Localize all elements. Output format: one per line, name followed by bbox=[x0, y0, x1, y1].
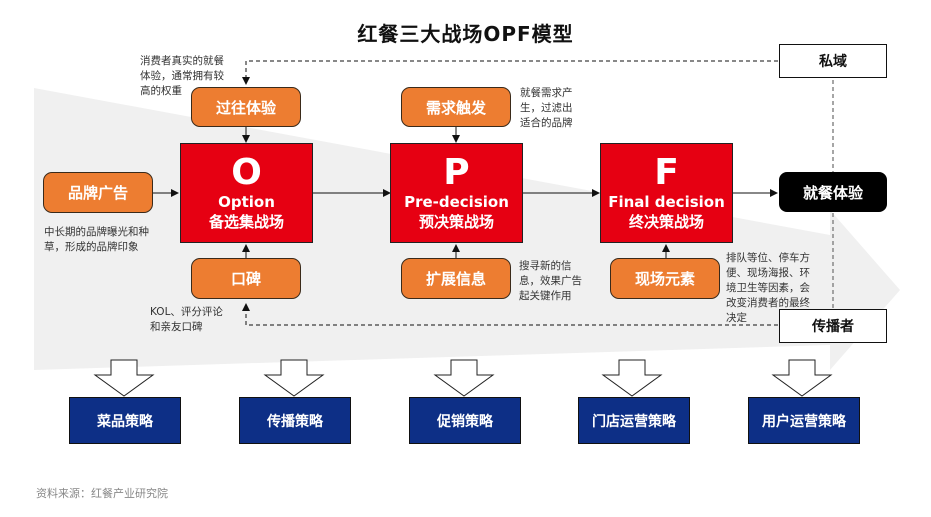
stage-pre-decision: P Pre-decision 预决策战场 bbox=[390, 143, 523, 243]
stage-option: O Option 备选集战场 bbox=[180, 143, 313, 243]
note-word-of-mouth: KOL、评分评论 和亲友口碑 bbox=[150, 306, 223, 333]
note-brand-ads: 中长期的品牌曝光和种 草，形成的品牌印象 bbox=[44, 226, 149, 253]
strategy-promotion: 促销策略 bbox=[409, 397, 521, 444]
stage-letter: O bbox=[231, 152, 262, 193]
note-demand-trigger: 就餐需求产 生，过滤出 适合的品牌 bbox=[520, 87, 573, 129]
strategy-communication: 传播策略 bbox=[239, 397, 351, 444]
stage-english-name: Final decision bbox=[608, 193, 725, 211]
diagram-title: 红餐三大战场OPF模型 bbox=[357, 22, 574, 46]
input-past-experience: 过往体验 bbox=[191, 87, 301, 127]
stage-chinese-name: 终决策战场 bbox=[628, 213, 704, 231]
input-demand-trigger: 需求触发 bbox=[401, 87, 511, 127]
strategy-menu: 菜品策略 bbox=[69, 397, 181, 444]
stage-chinese-name: 预决策战场 bbox=[418, 213, 494, 231]
source-note: 资料来源：红餐产业研究院 bbox=[36, 487, 168, 500]
outcome-dining-experience: 就餐体验 bbox=[779, 172, 887, 212]
strategy-store-operation: 门店运营策略 bbox=[578, 397, 690, 444]
note-onsite-factors: 排队等位、停车方 便、现场海报、环 境卫生等因素，会 改变消费者的最终 决定 bbox=[726, 252, 810, 324]
stage-english-name: Pre-decision bbox=[404, 193, 509, 211]
input-expand-info: 扩展信息 bbox=[401, 258, 511, 299]
stage-letter: F bbox=[654, 152, 679, 193]
strategy-user-operation: 用户运营策略 bbox=[748, 397, 860, 444]
feedback-private-domain: 私域 bbox=[779, 44, 887, 78]
input-word-of-mouth: 口碑 bbox=[191, 258, 301, 299]
input-onsite-factors: 现场元素 bbox=[610, 258, 720, 299]
stage-chinese-name: 备选集战场 bbox=[208, 213, 284, 231]
stage-final-decision: F Final decision 终决策战场 bbox=[600, 143, 733, 243]
stage-english-name: Option bbox=[218, 193, 275, 211]
note-past-experience: 消费者真实的就餐 体验，通常拥有较 高的权重 bbox=[140, 55, 224, 97]
stage-letter: P bbox=[443, 152, 470, 193]
input-brand-ads: 品牌广告 bbox=[43, 172, 153, 213]
feedback-spreader: 传播者 bbox=[779, 309, 887, 343]
note-expand-info: 搜寻新的信 息，效果广告 起关键作用 bbox=[519, 260, 582, 302]
